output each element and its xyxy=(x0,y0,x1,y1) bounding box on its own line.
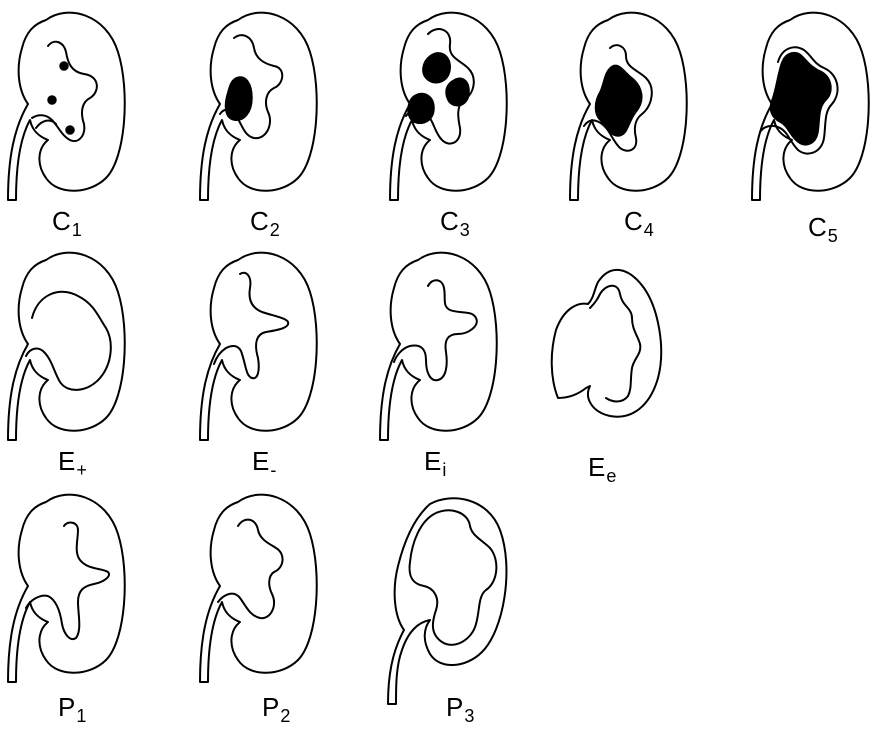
label-e-e: Ee xyxy=(588,452,617,487)
kidney-e-i xyxy=(380,253,497,440)
kidney-c2 xyxy=(200,13,317,200)
kidney-e-plus xyxy=(8,253,125,440)
kidney-c4 xyxy=(570,13,687,200)
stone-icon xyxy=(446,78,469,106)
stone-icon xyxy=(226,77,252,120)
kidney-p2 xyxy=(200,495,317,682)
label-e-plus: E+ xyxy=(58,446,88,481)
label-c5: C5 xyxy=(808,212,839,247)
stone-icon xyxy=(66,126,74,134)
label-c2: C2 xyxy=(250,206,281,241)
label-c3: C3 xyxy=(440,206,471,241)
kidney-p1 xyxy=(8,495,125,682)
label-p1: P1 xyxy=(58,692,87,727)
kidney-p3 xyxy=(388,498,506,704)
kidney-e-minus xyxy=(200,253,317,440)
stone-icon xyxy=(60,62,68,70)
label-e-minus: E- xyxy=(252,446,277,481)
label-c1: C1 xyxy=(52,206,83,241)
label-p3: P3 xyxy=(446,692,475,727)
stone-icon xyxy=(48,96,56,104)
label-c4: C4 xyxy=(624,206,655,241)
stone-icon xyxy=(408,94,434,124)
label-e-i: Ei xyxy=(424,446,447,481)
kidney-e-e xyxy=(552,270,661,417)
kidney-c1 xyxy=(8,13,125,200)
label-p2: P2 xyxy=(262,692,291,727)
kidney-c5 xyxy=(752,13,869,200)
kidney-c3 xyxy=(390,13,507,200)
stone-icon xyxy=(423,53,450,83)
